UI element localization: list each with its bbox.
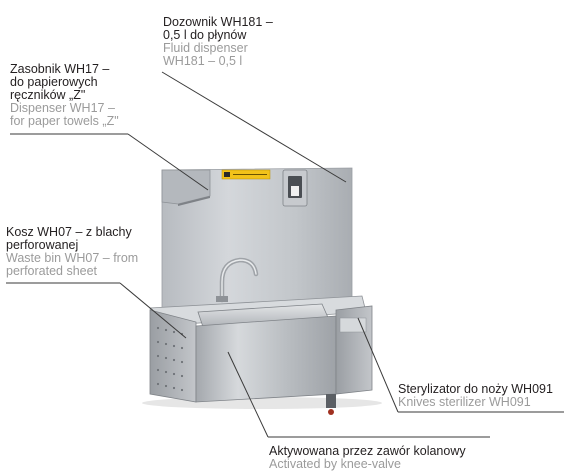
label-fluid-dispenser: Dozownik WH181 – 0,5 l do płynów Fluid d… <box>163 16 273 68</box>
label-paper-towel-dispenser: Zasobnik WH17 – do papierowych ręczników… <box>10 63 119 128</box>
sterilizer-pl-1: Sterylizator do noży WH091 <box>398 382 553 396</box>
waste-bin-en-2: perforated sheet <box>6 264 98 278</box>
perforation <box>156 326 184 392</box>
paper-dispenser-pl-1: Zasobnik WH17 – <box>10 62 110 76</box>
fluid-dispenser-pl-1: Dozownik WH181 – <box>163 15 273 29</box>
sterilizer-en-1: Knives sterilizer WH091 <box>398 395 531 409</box>
paper-dispenser-pl-2: do papierowych <box>10 75 98 89</box>
paper-dispenser-en-2: for paper towels „Z" <box>10 114 119 128</box>
label-knives-sterilizer: Sterylizator do noży WH091 Knives steril… <box>398 383 553 409</box>
label-knee-valve: Aktywowana przez zawór kolanowy Activate… <box>269 445 466 471</box>
paper-dispenser-en-1: Dispenser WH17 – <box>10 101 115 115</box>
waste-bin-pl-1: Kosz WH07 – z blachy <box>6 225 132 239</box>
label-waste-bin: Kosz WH07 – z blachy perforowanej Waste … <box>6 226 138 278</box>
knee-valve-en-1: Activated by knee-valve <box>269 457 402 471</box>
knee-valve-pl-1: Aktywowana przez zawór kolanowy <box>269 444 466 458</box>
knee-valve <box>326 394 336 408</box>
paper-dispenser-pl-3: ręczników „Z" <box>10 88 86 102</box>
fluid-dispenser-pl-2: 0,5 l do płynów <box>163 28 247 42</box>
fluid-dispenser-en-2: WH181 – 0,5 l <box>163 54 243 68</box>
fluid-dispenser-en-1: Fluid dispenser <box>163 41 248 55</box>
waste-bin-pl-2: perforowanej <box>6 238 79 252</box>
waste-bin-en-1: Waste bin WH07 – from <box>6 251 139 265</box>
